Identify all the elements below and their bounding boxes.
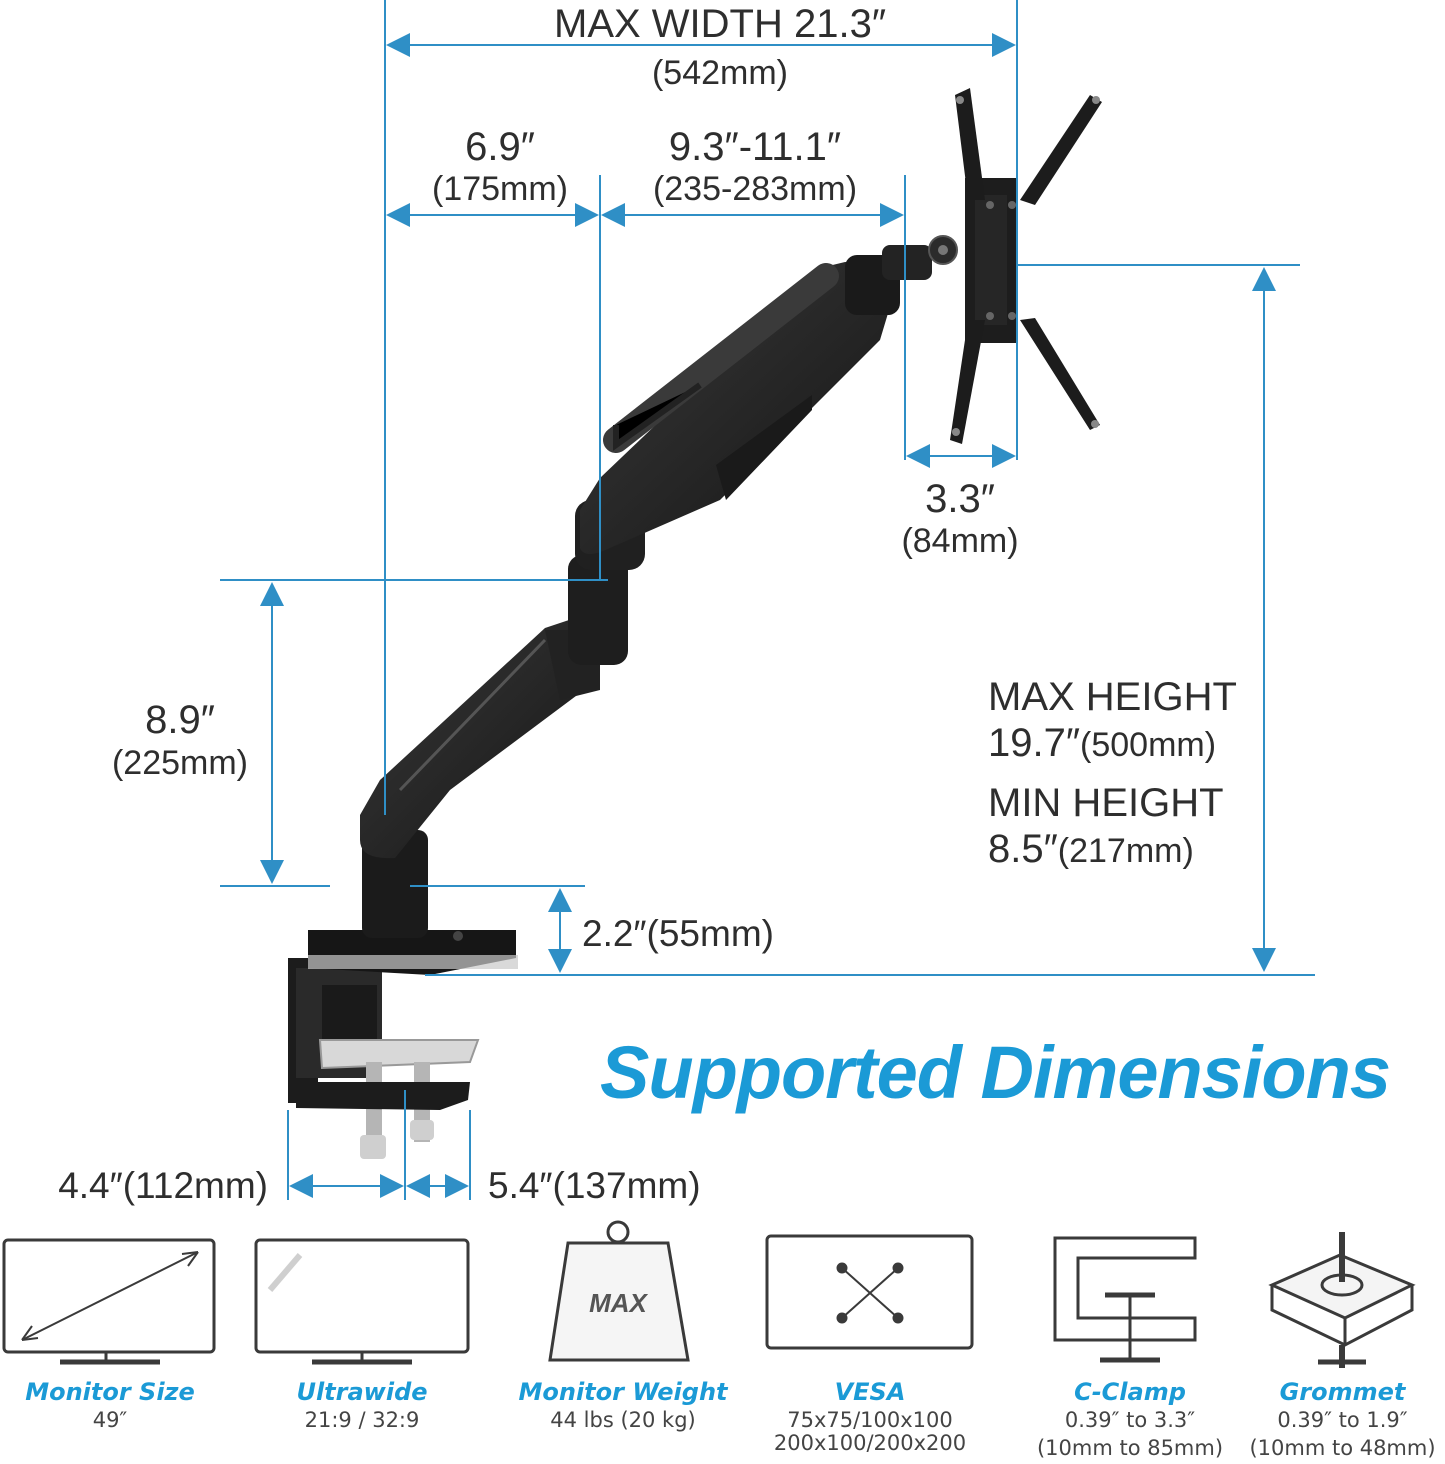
min-height-label: MIN HEIGHT bbox=[988, 781, 1224, 825]
weight-icon bbox=[548, 1220, 690, 1362]
spec-value-monitor-size: 49″ bbox=[92, 1408, 128, 1432]
max-height-mm: (500mm) bbox=[1080, 726, 1216, 764]
spec-value-vesa-1: 75x75/100x100 bbox=[787, 1408, 953, 1432]
desk-clamp bbox=[288, 958, 480, 1159]
upper-arm bbox=[580, 262, 892, 554]
arm1-label: 6.9″ bbox=[465, 125, 535, 169]
grommet-icon bbox=[1268, 1232, 1416, 1368]
arm2-mm-label: (235-283mm) bbox=[653, 170, 857, 208]
dimension-lines bbox=[220, 0, 1315, 1200]
max-height-label: MAX HEIGHT bbox=[988, 675, 1237, 719]
arm1-mm-label: (175mm) bbox=[432, 170, 568, 208]
spec-title-vesa: VESA bbox=[834, 1378, 906, 1406]
min-height-in: 8.5″ bbox=[988, 827, 1058, 871]
spec-value-c-clamp-2: (10mm to 85mm) bbox=[1036, 1436, 1224, 1460]
min-height-mm: (217mm) bbox=[1058, 832, 1194, 870]
spec-title-c-clamp: C-Clamp bbox=[1074, 1378, 1186, 1406]
tilt-head bbox=[845, 235, 958, 315]
spec-title-monitor-size: Monitor Size bbox=[25, 1378, 195, 1406]
max-width-label: MAX WIDTH 21.3″ bbox=[554, 2, 886, 46]
lower-arm bbox=[360, 617, 600, 859]
monitor-diagonal-icon bbox=[2, 1238, 216, 1365]
c-clamp-icon bbox=[1053, 1236, 1197, 1363]
arm2-label: 9.3″-11.1″ bbox=[669, 125, 841, 169]
monitor-arm-illustration bbox=[288, 88, 1102, 1159]
headline: Supported Dimensions bbox=[600, 1031, 1390, 1114]
spec-value-ultrawide: 21:9 / 32:9 bbox=[304, 1408, 420, 1432]
spec-value-grommet-1: 0.39″ to 1.9″ bbox=[1277, 1408, 1408, 1432]
max-width-mm-label: (542mm) bbox=[652, 54, 788, 92]
pole-height-mm-label: (225mm) bbox=[112, 744, 248, 782]
min-height-value: 8.5″(217mm) bbox=[988, 827, 1194, 871]
vesa-offset-mm-label: (84mm) bbox=[901, 522, 1018, 560]
weight-max-badge: MAX bbox=[589, 1288, 648, 1318]
arm-base bbox=[308, 830, 518, 975]
pole-height-label: 8.9″ bbox=[145, 698, 215, 742]
spec-title-ultrawide: Ultrawide bbox=[296, 1378, 428, 1406]
clamp-depth-left-label: 4.4″(112mm) bbox=[58, 1165, 268, 1206]
spec-title-grommet: Grommet bbox=[1279, 1378, 1406, 1406]
spec-title-monitor-weight: Monitor Weight bbox=[518, 1378, 728, 1406]
max-height-in: 19.7″ bbox=[988, 721, 1080, 765]
spec-value-c-clamp-1: 0.39″ to 3.3″ bbox=[1064, 1408, 1196, 1432]
spec-value-monitor-weight: 44 lbs (20 kg) bbox=[550, 1408, 696, 1432]
base-height-label: 2.2″(55mm) bbox=[582, 913, 774, 954]
clamp-depth-right-label: 5.4″(137mm) bbox=[488, 1165, 701, 1206]
ultrawide-monitor-icon bbox=[254, 1238, 470, 1365]
spec-value-grommet-2: (10mm to 48mm) bbox=[1249, 1436, 1436, 1460]
vesa-offset-label: 3.3″ bbox=[925, 477, 995, 521]
vesa-plate bbox=[950, 88, 1102, 444]
max-height-value: 19.7″(500mm) bbox=[988, 721, 1216, 765]
spec-value-vesa-2: 200x100/200x200 bbox=[773, 1431, 967, 1455]
vesa-pattern-icon bbox=[765, 1234, 974, 1350]
